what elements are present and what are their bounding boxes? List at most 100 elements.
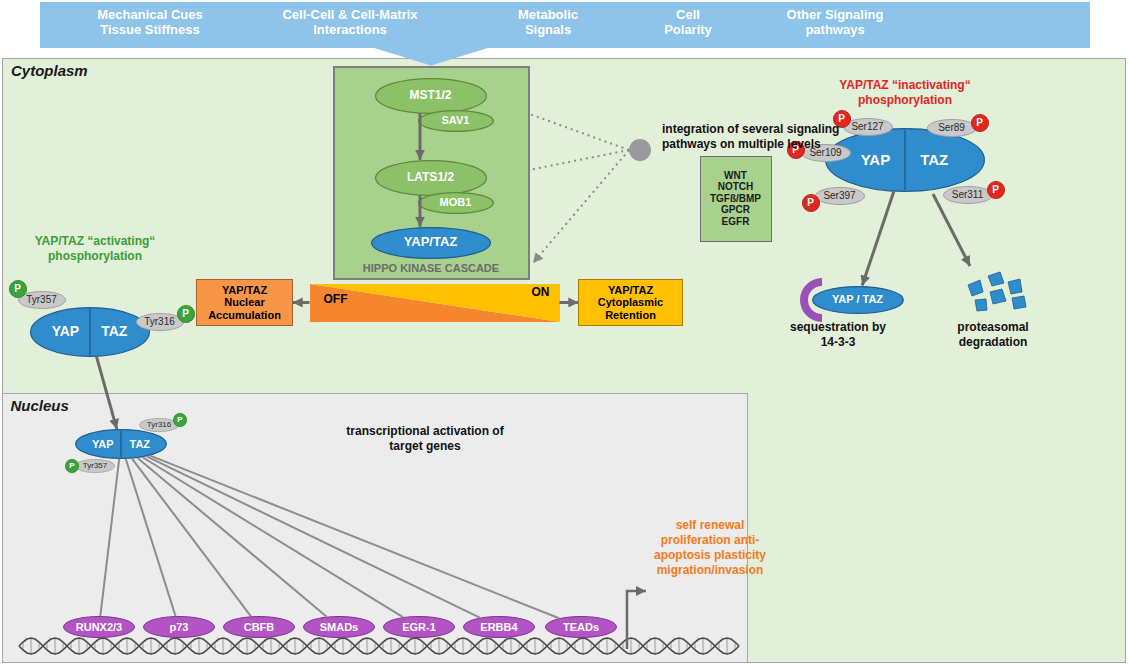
phospho-mark: P bbox=[182, 308, 189, 320]
pathway-name: EGFR bbox=[722, 216, 750, 228]
fate-caption: sequestration by 14-3-3 bbox=[788, 320, 888, 350]
dna-strand bbox=[19, 638, 739, 654]
phospho-dot: P bbox=[65, 459, 79, 473]
dotted-arrow bbox=[533, 150, 629, 263]
flow-arrow bbox=[96, 356, 116, 429]
phospho-caption-holder: YAP/TAZ “inactivating“ phosphorylation bbox=[820, 78, 990, 108]
dna-rung bbox=[583, 638, 584, 654]
fate-caption-holder: proteasomal degradation bbox=[938, 320, 1048, 350]
phospho-dot: P bbox=[173, 413, 187, 427]
ellipse-outline bbox=[304, 617, 375, 638]
input-signal: Cell Polarity bbox=[657, 8, 719, 38]
ellipse-outline bbox=[812, 286, 903, 313]
dna-rung bbox=[295, 638, 296, 654]
factor-name: RUNX2/3 bbox=[76, 621, 122, 634]
dna-rung bbox=[695, 642, 696, 650]
transcription-factor: CBFB bbox=[223, 616, 295, 638]
shape-outline bbox=[75, 429, 167, 459]
dna-rung bbox=[383, 642, 384, 650]
fate-caption-holder: sequestration by 14-3-3 bbox=[788, 320, 888, 350]
switch-state: OFF bbox=[324, 293, 348, 307]
residue-tag: Ser311 bbox=[943, 186, 993, 204]
dna-rung bbox=[95, 642, 96, 650]
dna-rung bbox=[535, 638, 536, 654]
region-title: Cytoplasm bbox=[11, 62, 1117, 79]
dna-rung bbox=[567, 642, 568, 650]
ellipse-outline bbox=[136, 313, 183, 330]
dna-rung bbox=[351, 642, 352, 650]
ellipse-outline bbox=[371, 227, 490, 258]
dna-rung bbox=[447, 642, 448, 650]
dna-rung bbox=[231, 642, 232, 650]
protein-fragment bbox=[1012, 296, 1026, 309]
protein-fragment bbox=[990, 289, 1006, 304]
residue-tag: Ser89 bbox=[927, 119, 977, 137]
protein-name: TAZ bbox=[101, 323, 127, 339]
dna-rung bbox=[591, 642, 592, 650]
state-box: YAP/TAZ Nuclear Accumulation bbox=[196, 279, 292, 325]
dna-rung bbox=[495, 642, 496, 650]
dna-rung bbox=[215, 642, 216, 650]
dna-rung bbox=[423, 642, 424, 650]
split-line bbox=[904, 130, 906, 190]
ellipse-outline bbox=[375, 160, 486, 195]
binding-line bbox=[126, 459, 176, 616]
dna-rung bbox=[679, 638, 680, 654]
dna-rung bbox=[631, 638, 632, 654]
dna-rung bbox=[391, 638, 392, 654]
phospho-dot: P bbox=[987, 181, 1005, 199]
factor-name: TEADs bbox=[563, 621, 599, 634]
transcription-factor: p73 bbox=[143, 616, 215, 638]
ellipse-outline bbox=[418, 110, 493, 131]
outcome-list: self renewal proliferation anti-apoptosi… bbox=[652, 518, 768, 578]
residue-tag: Tyr357 bbox=[75, 459, 115, 473]
yap-taz-ellipse: YAPTAZ bbox=[30, 307, 150, 357]
residue-tag: Tyr316 bbox=[139, 418, 179, 432]
ellipse-outline bbox=[546, 617, 617, 638]
ellipse-outline bbox=[802, 194, 819, 211]
ellipse-outline bbox=[224, 617, 295, 638]
transcription-factor: RUNX2/3 bbox=[63, 616, 135, 638]
dna-rung bbox=[63, 642, 64, 650]
dna-rung bbox=[599, 642, 600, 650]
dna-rung bbox=[575, 642, 576, 650]
protein-fragment bbox=[975, 299, 987, 311]
flow-arrow bbox=[419, 195, 422, 227]
dna-rung bbox=[623, 642, 624, 650]
dna-rung bbox=[39, 642, 40, 650]
ellipse-outline bbox=[815, 187, 864, 204]
dna-rung bbox=[615, 642, 616, 650]
dna-rung bbox=[487, 638, 488, 654]
dna-rung bbox=[431, 642, 432, 650]
phospho-mark: P bbox=[992, 184, 999, 196]
factor-name: ERBB4 bbox=[480, 621, 517, 634]
kinase-name: MOB1 bbox=[440, 196, 472, 209]
residue-name: Ser311 bbox=[952, 189, 984, 201]
yap-taz-ellipse: YAPTAZ bbox=[825, 128, 985, 192]
input-signal: Metabolic Signals bbox=[510, 8, 586, 38]
dna-rung bbox=[103, 638, 104, 654]
dna-rung bbox=[127, 638, 128, 654]
dna-rung bbox=[191, 642, 192, 650]
dna-rung bbox=[279, 642, 280, 650]
dna-strand bbox=[19, 638, 739, 654]
phospho-mark: P bbox=[177, 415, 182, 424]
flow-arrow bbox=[862, 191, 894, 285]
factor-name: SMADs bbox=[320, 621, 359, 634]
dna-rung bbox=[415, 638, 416, 654]
dna-rung bbox=[135, 642, 136, 650]
ellipse-outline bbox=[139, 418, 178, 431]
ellipse-outline bbox=[30, 307, 149, 356]
flow-arrow bbox=[560, 301, 579, 304]
dna-rung bbox=[247, 638, 248, 654]
dna-rung bbox=[511, 638, 512, 654]
ellipse-outline bbox=[144, 617, 215, 638]
ellipse-outline bbox=[987, 181, 1004, 198]
split-line bbox=[120, 431, 122, 457]
dna-rung bbox=[671, 642, 672, 650]
residue-name: Tyr357 bbox=[26, 294, 57, 306]
residue-name: Tyr316 bbox=[144, 316, 175, 328]
binding-line bbox=[100, 459, 119, 616]
dna-rung bbox=[151, 638, 152, 654]
